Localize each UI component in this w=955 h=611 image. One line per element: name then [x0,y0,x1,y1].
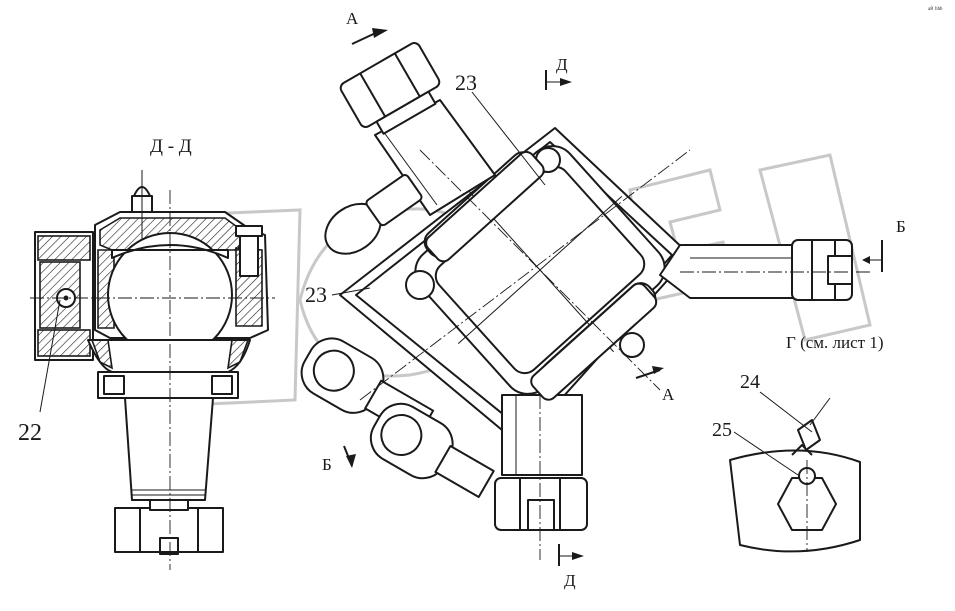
section-mark-b-right: Б [862,217,906,272]
mark-d-bottom: Д [564,571,576,590]
callout-24: 24 [740,371,760,393]
section-mark-b-left: Б [322,445,356,474]
section-dd-view [30,170,275,570]
corner-mark: ᵃ⁸ ᵇᵇᵇ [928,5,943,14]
mark-b-right: Б [896,217,906,236]
callout-23a: 23 [455,70,477,95]
leader-24 [759,391,813,433]
section-title: Д - Д [150,136,192,157]
mark-a-top: А [346,9,359,28]
leader-25 [733,431,799,476]
view-g-label: Г (см. лист 1) [786,333,884,352]
leader-22 [39,299,61,413]
section-mark-a-top: А [346,9,388,45]
leader-23b [331,287,371,296]
section-mark-d-bottom: Д [558,544,584,590]
leader-23a [471,91,546,186]
mark-a-right: А [662,385,675,404]
section-mark-d-top: Д [545,55,572,90]
mark-b-left: Б [322,455,332,474]
callout-23b: 23 [305,282,327,307]
section-mark-a-right: А [635,366,675,404]
callout-22: 22 [18,420,42,446]
mark-d-top: Д [556,55,568,74]
view-g-detail [729,397,861,553]
assembly-main-view [300,42,870,560]
callout-25: 25 [712,419,732,441]
